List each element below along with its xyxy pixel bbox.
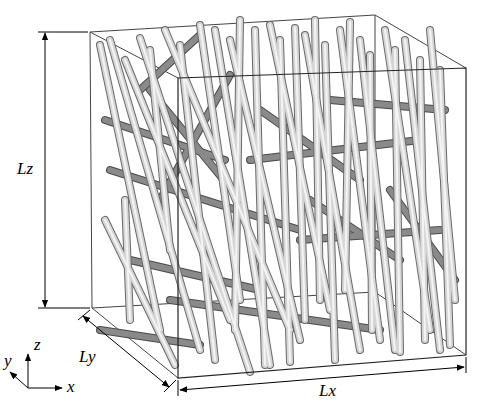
axis-label: y: [3, 352, 13, 370]
dimension-label: Lz: [16, 160, 34, 178]
axis-label: x: [66, 378, 76, 396]
axis-label: z: [33, 336, 42, 354]
dimension-label: Ly: [78, 348, 97, 366]
dimension-label: Lx: [318, 382, 337, 400]
